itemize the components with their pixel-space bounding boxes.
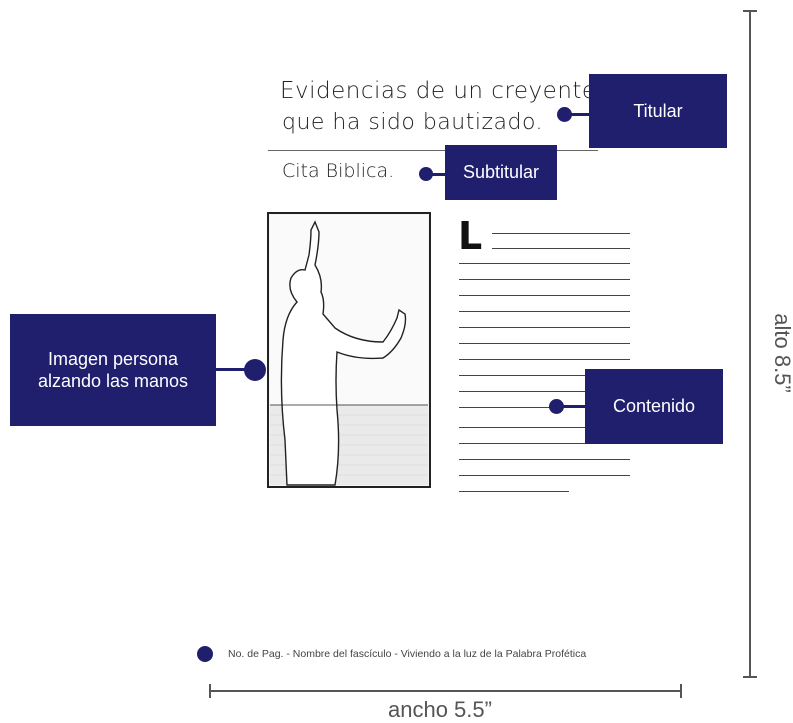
subtitular-label: Subtitular bbox=[445, 145, 557, 200]
content-line bbox=[459, 263, 630, 264]
height-label: alto 8.5” bbox=[770, 313, 793, 393]
page-subtitle: Cita Biblica. bbox=[282, 160, 395, 182]
titular-label: Titular bbox=[589, 74, 727, 148]
height-dimension-tick-bottom bbox=[743, 676, 757, 678]
width-dimension-line bbox=[209, 690, 681, 692]
page-title-line-1: Evidencias de un creyente. bbox=[280, 78, 605, 104]
content-line bbox=[459, 375, 630, 376]
titular-connector bbox=[565, 113, 590, 116]
imagen-label: Imagen persona alzando las manos bbox=[10, 314, 216, 426]
content-line bbox=[459, 359, 630, 360]
content-line bbox=[459, 491, 569, 492]
width-dimension-tick-left bbox=[209, 684, 211, 698]
content-line bbox=[459, 279, 630, 280]
content-line bbox=[459, 427, 630, 428]
content-line bbox=[459, 327, 630, 328]
imagen-marker bbox=[244, 359, 266, 381]
contenido-label: Contenido bbox=[585, 369, 723, 444]
imagen-connector bbox=[216, 368, 254, 371]
content-line bbox=[459, 295, 630, 296]
width-dimension-tick-right bbox=[680, 684, 682, 698]
width-label: ancho 5.5” bbox=[388, 697, 492, 722]
content-line bbox=[459, 459, 630, 460]
content-line bbox=[459, 475, 630, 476]
person-raising-hands-image bbox=[267, 212, 431, 488]
height-dimension-tick-top bbox=[743, 10, 757, 12]
content-line bbox=[459, 311, 630, 312]
subtitular-connector bbox=[427, 173, 445, 176]
subtitular-marker bbox=[419, 167, 433, 181]
titular-marker bbox=[557, 107, 572, 122]
content-line bbox=[459, 391, 630, 392]
height-dimension-line bbox=[749, 10, 751, 678]
page-title-line-2: que ha sido bautizado. bbox=[282, 110, 544, 135]
drop-cap: L bbox=[458, 214, 483, 258]
content-line bbox=[492, 248, 630, 249]
content-line bbox=[459, 407, 579, 408]
content-line bbox=[492, 233, 630, 234]
content-line bbox=[459, 443, 630, 444]
contenido-connector bbox=[556, 405, 586, 408]
title-separator bbox=[268, 150, 598, 151]
page-footer: No. de Pag. - Nombre del fascículo - Viv… bbox=[228, 648, 587, 660]
content-line bbox=[459, 343, 630, 344]
footer-marker bbox=[197, 646, 213, 662]
contenido-marker bbox=[549, 399, 564, 414]
